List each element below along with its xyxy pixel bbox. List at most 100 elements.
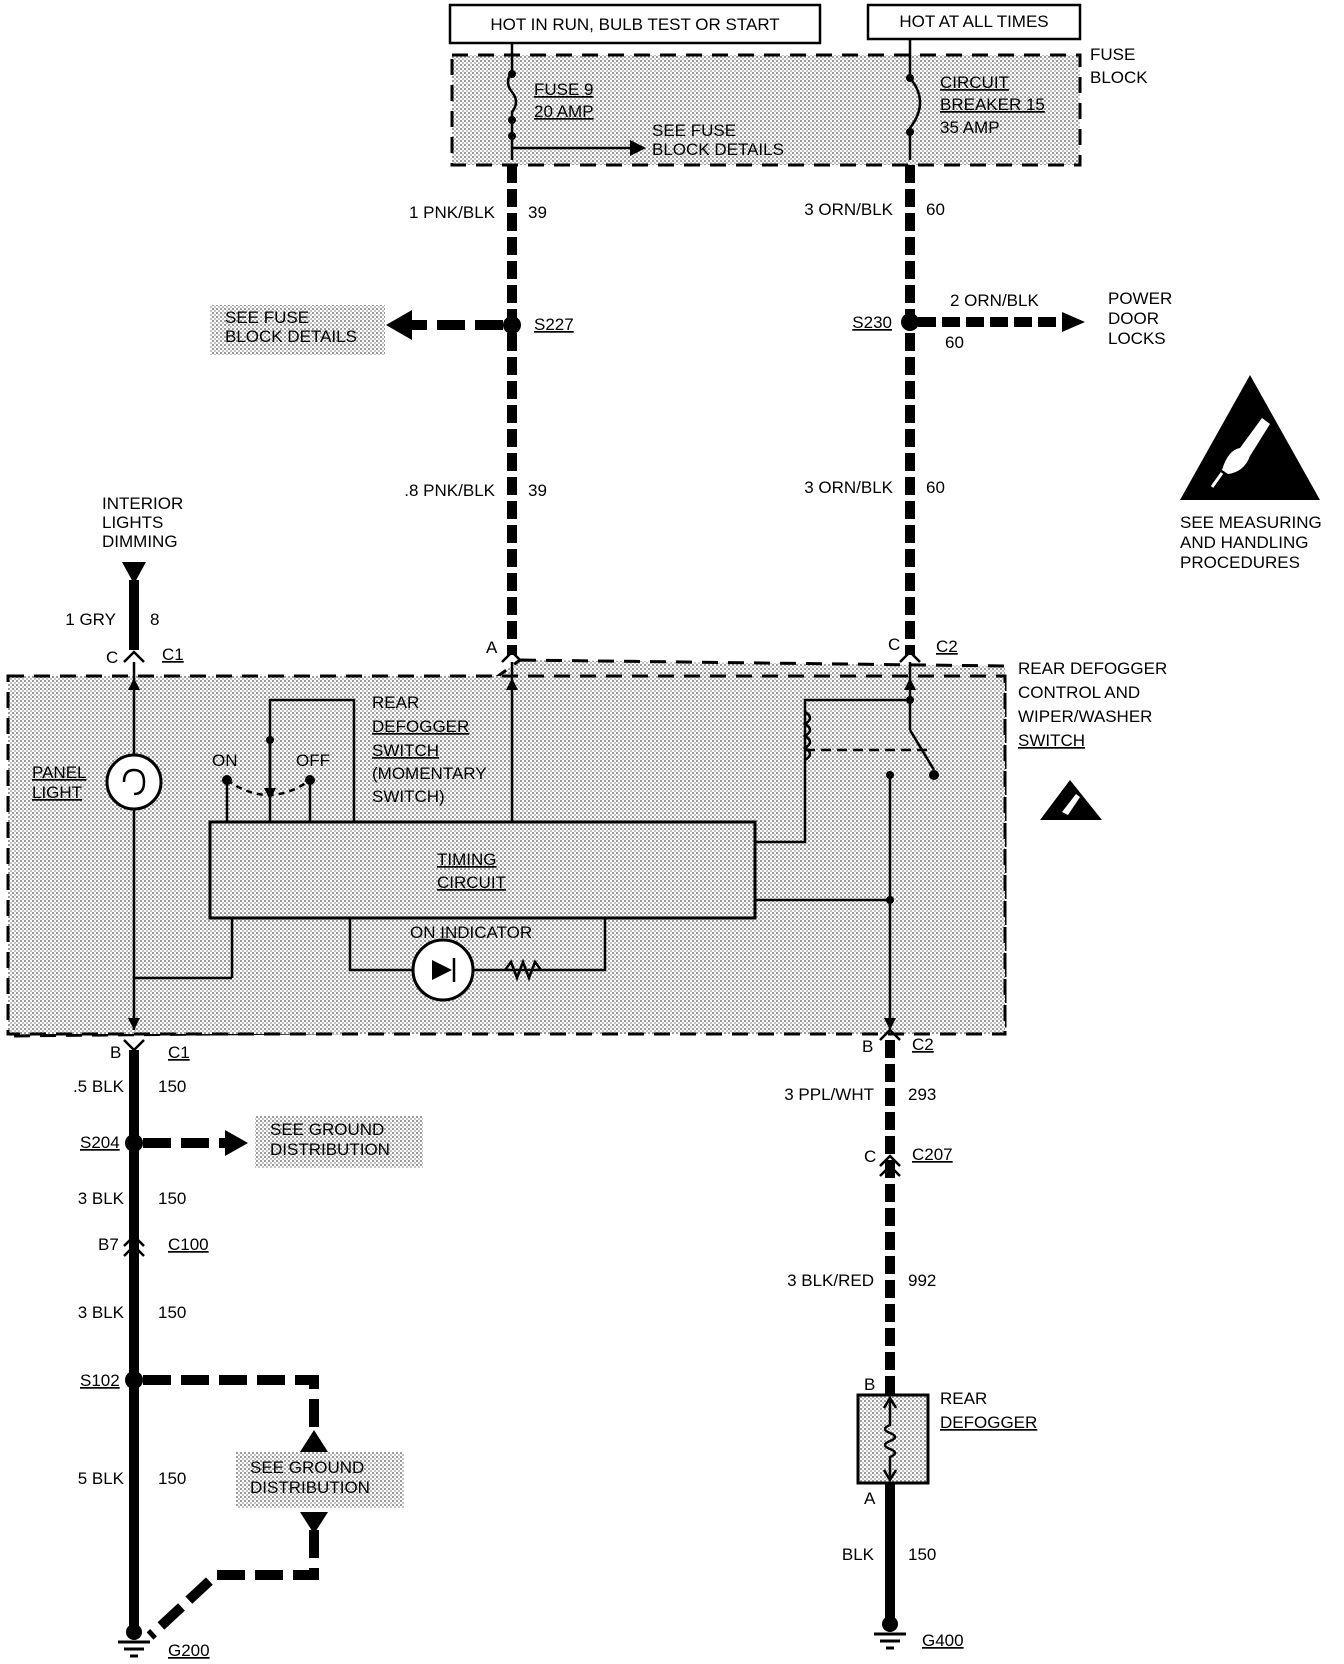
wire-1-circuit: 39 [528,203,547,222]
gry-wire-color: 1 GRY [65,610,116,629]
wire-5-circuit: 60 [945,333,964,352]
wire-2-color: 3 ORN/BLK [804,200,893,219]
power-locks-label: POWER [1108,289,1172,308]
rear-defogger-control: REAR DEFOGGER CONTROL AND WIPER/WASHER S… [3,658,1167,1038]
interior-lights-label: INTERIOR [102,494,183,513]
c2-pin-a: A [486,638,498,657]
c1-pin-c: C [106,648,118,667]
timing-circuit [208,820,757,920]
switch-on-label: ON [212,751,238,770]
interior-lights-label-2: LIGHTS [102,513,163,532]
esd-label-3: PROCEDURES [1180,553,1300,572]
ground-g200-icon [118,1624,150,1658]
power-locks-label-2: DOOR [1108,309,1159,328]
interior-lights-arrow-icon [122,562,146,584]
fuse-details-arrow-icon [630,140,646,156]
panel-light-label-2: LIGHT [32,783,82,802]
ground-dist-ref: SEE GROUND [270,1120,384,1139]
switch-label-3: SWITCH [372,741,439,760]
blk5-color: BLK [842,1545,875,1564]
blk3-circuit: 150 [158,1303,186,1322]
wire-5-color: 2 ORN/BLK [950,291,1039,310]
c100-label: C100 [168,1235,209,1254]
wire-3-circuit: 39 [528,481,547,500]
timing-label: TIMING [437,850,497,869]
resistor-icon [504,958,542,982]
control-name-4: SWITCH [1018,731,1085,750]
c207-pin: C [864,1147,876,1166]
fuse-details-left-arrow-icon [386,310,412,340]
fuse-9-label: FUSE 9 [534,80,594,99]
switch-label-5: SWITCH) [372,787,445,806]
switch-off-label: OFF [296,751,330,770]
esd-warning-icon [1180,375,1320,500]
blk3-color: 3 BLK [78,1303,125,1322]
blk5-circuit: 150 [908,1545,936,1564]
c2-pin-c: C [888,635,900,654]
panel-light-icon [105,753,163,811]
c207-label: C207 [912,1145,953,1164]
esd-small-icon [1040,780,1102,820]
splice-s204-label: S204 [80,1133,120,1152]
fuse-block: FUSE BLOCK FUSE 9 20 AMP SEE FUSE BLOCK … [450,45,1148,167]
blk2-color: 3 BLK [78,1189,125,1208]
ppl-color: 3 PPL/WHT [784,1085,874,1104]
wire-4-color: 3 ORN/BLK [804,478,893,497]
power-locks-label-3: LOCKS [1108,329,1166,348]
ground-dist-down-arrow-icon [300,1512,328,1534]
on-indicator-label: ON INDICATOR [410,923,532,942]
ground-dist-arrow-icon [225,1130,248,1156]
rear-defogger-grid [856,1393,930,1485]
g200-label: G200 [168,1641,210,1660]
c2-pin-b: B [862,1037,873,1056]
splice-s230-label: S230 [852,313,892,332]
control-name-2: CONTROL AND [1018,683,1140,702]
defogger-label-2: DEFOGGER [940,1413,1037,1432]
blkred-color: 3 BLK/RED [787,1271,874,1290]
blk1-circuit: 150 [158,1077,186,1096]
splice-s230 [901,313,919,331]
ground-dist-ref-2: DISTRIBUTION [270,1140,390,1159]
hot-run-label: HOT IN RUN, BULB TEST OR START [490,15,779,34]
esd-label-2: AND HANDLING [1180,533,1308,552]
fuse-details-ref: SEE FUSE [225,308,309,327]
defogger-label: REAR [940,1389,987,1408]
hot-all-label: HOT AT ALL TIMES [899,12,1048,31]
switch-label: REAR [372,693,419,712]
c2-bottom-label: C2 [912,1035,934,1054]
power-source-all: HOT AT ALL TIMES [866,3,1082,41]
c2-top-label: C2 [936,637,958,656]
power-source-run: HOT IN RUN, BULB TEST OR START [448,3,822,45]
splice-s102 [125,1371,143,1389]
switch-label-2: DEFOGGER [372,717,469,736]
wire-3-color: .8 PNK/BLK [404,481,495,500]
c1-bottom-label: C1 [168,1043,190,1062]
c100-pin: B7 [98,1235,119,1254]
fuse-9-amps: 20 AMP [534,102,594,121]
wire-2-circuit: 60 [926,200,945,219]
blk4-color: 5 BLK [78,1469,125,1488]
timing-label-2: CIRCUIT [437,873,506,892]
blk2-circuit: 150 [158,1189,186,1208]
gry-wire-circuit: 8 [150,610,159,629]
blk4-circuit: 150 [158,1469,186,1488]
splice-s227-label: S227 [534,315,574,334]
ground-dist-ref-3: SEE GROUND [250,1458,364,1477]
switch-label-4: (MOMENTARY [372,764,487,783]
fuse-details-ref-2: BLOCK DETAILS [225,327,357,346]
fuse-block-label: FUSE [1090,45,1135,64]
wire-4-circuit: 60 [926,478,945,497]
ground-dist-up-arrow-icon [300,1430,328,1452]
splice-s227 [503,316,521,334]
ground-g400-icon [874,1616,906,1650]
breaker-number: BREAKER 15 [940,95,1045,114]
power-locks-arrow-icon [1062,312,1085,332]
defogger-pin-b: B [864,1375,875,1394]
breaker-label: CIRCUIT [940,73,1009,92]
splice-s204 [125,1134,143,1152]
blkred-circuit: 992 [908,1271,936,1290]
control-name: REAR DEFOGGER [1018,659,1167,678]
breaker-amps: 35 AMP [940,118,1000,137]
interior-lights-label-3: DIMMING [102,532,178,551]
